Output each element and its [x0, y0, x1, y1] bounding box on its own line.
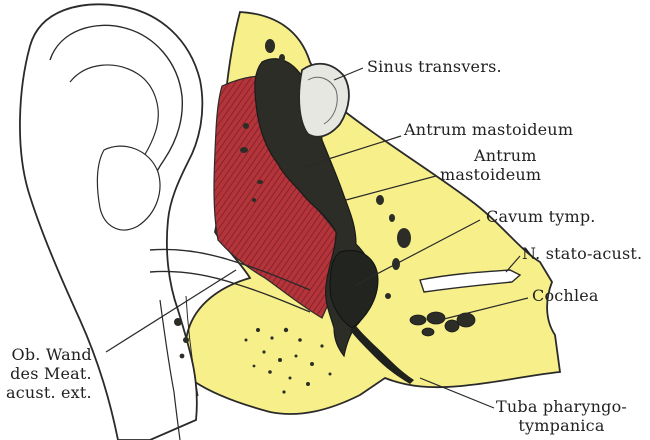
label-tuba-line2: tympanica [496, 416, 627, 435]
label-tuba-line1: Tuba pharyngo- [496, 397, 627, 416]
label-cavum-tymp: Cavum tymp. [486, 207, 596, 226]
label-cochlea: Cochlea [532, 286, 599, 305]
label-obwand-line2: des Meat. [6, 364, 92, 383]
label-antrum-mastoideum-2: Antrum mastoideum [440, 146, 541, 184]
label-sinus-transvers: Sinus transvers. [367, 57, 502, 76]
label-obwand-line3: acust. ext. [6, 383, 92, 402]
label-antrum-mastoideum-1: Antrum mastoideum [404, 120, 573, 139]
label-antrum2-line1: Antrum [440, 146, 541, 165]
label-tuba: Tuba pharyngo- tympanica [496, 397, 627, 435]
label-antrum2-line2: mastoideum [440, 165, 541, 184]
label-n-stato-acust: N. stato-acust. [522, 244, 642, 263]
label-obwand-line1: Ob. Wand [6, 345, 92, 364]
label-ob-wand: Ob. Wand des Meat. acust. ext. [6, 345, 92, 402]
